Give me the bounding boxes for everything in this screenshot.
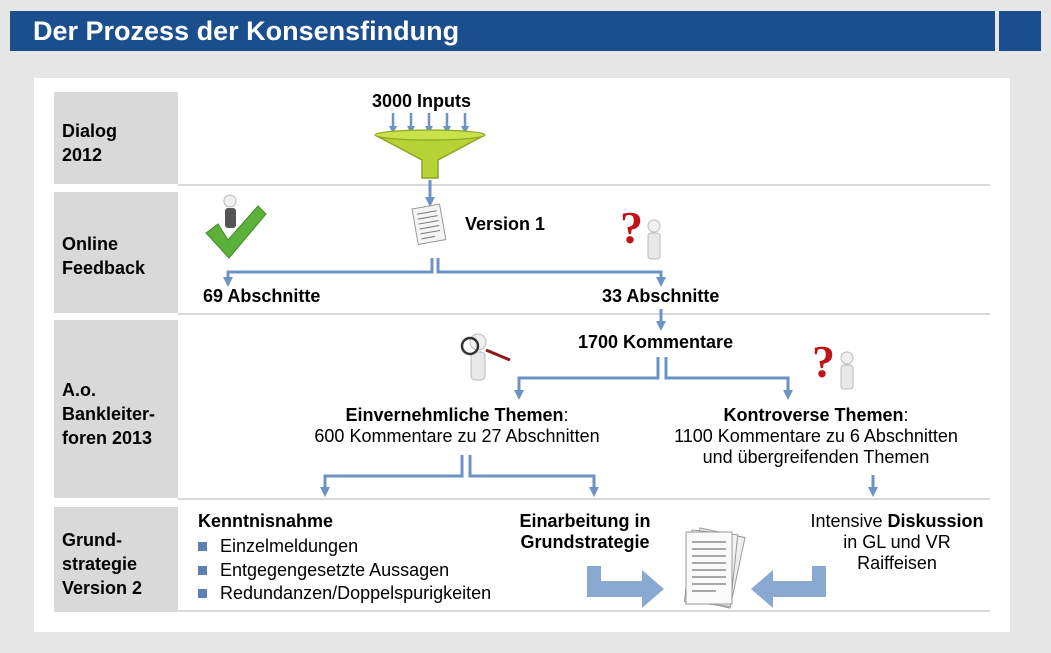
row-online-text: Online Feedback	[62, 232, 145, 280]
left-sections-label: 69 Abschnitte	[203, 286, 321, 306]
input-arrows	[389, 113, 469, 134]
magnifier-person-icon	[460, 333, 511, 381]
discussion-line3: Raiffeisen	[857, 553, 937, 573]
acknowledge-item: Entgegengesetzte Aussagen	[220, 560, 450, 580]
incorporate-line1: Einarbeitung in	[519, 511, 651, 531]
row-separator	[178, 498, 990, 500]
incorporate-block: Einarbeitung in Grundstrategie	[505, 511, 665, 553]
controversial-title: Kontroverse Themen	[723, 405, 904, 425]
acknowledge-title: Kenntnisnahme	[198, 511, 334, 531]
controversial-colon: :	[903, 405, 909, 425]
merge-arrow-right	[751, 566, 826, 608]
row-label-grund	[54, 507, 178, 612]
controversial-block: Kontroverse Themen: 1100 Kommentare zu 6…	[646, 405, 986, 468]
discussion-block: Intensive Diskussion in GL und VR Raiffe…	[790, 511, 1004, 574]
merge-arrow-left	[587, 566, 664, 608]
document-stack-icon	[683, 527, 746, 609]
incorporate-line2: Grundstrategie	[520, 532, 650, 552]
bullet-marker	[198, 566, 207, 575]
acknowledge-item: Einzelmeldungen	[220, 536, 359, 556]
row-grund-text: Grund- strategie Version 2	[62, 528, 142, 600]
checkmark-person-icon	[205, 194, 267, 259]
page-title: Der Prozess der Konsensfindung	[33, 16, 460, 46]
document-icon	[411, 203, 447, 246]
discussion-line2: in GL und VR	[843, 532, 951, 552]
row-foren-line2: Bankleiter-	[62, 404, 156, 424]
row-dialog-line1: Dialog	[62, 121, 118, 141]
question-person-icon: ?	[620, 202, 661, 260]
row-separator	[178, 610, 990, 612]
consensus-block: Einvernehmliche Themen: 600 Kommentare z…	[292, 405, 622, 447]
bullet-marker	[198, 542, 207, 551]
funnel-icon	[374, 129, 486, 179]
title-bar-accent	[999, 11, 1041, 51]
inputs-label: 3000 Inputs	[372, 91, 472, 111]
acknowledge-item: Redundanzen/Doppelspurigkeiten	[220, 583, 492, 603]
row-foren-line3: foren 2013	[62, 428, 153, 448]
row-online-line2: Feedback	[62, 258, 146, 278]
svg-text:?: ?	[812, 336, 835, 387]
title-bar	[10, 11, 995, 51]
row-grund-line1: Grund-	[62, 530, 122, 550]
question-person-icon: ?	[812, 336, 854, 390]
svg-text:?: ?	[620, 202, 643, 253]
controversial-detail-1: 1100 Kommentare zu 6 Abschnitten	[674, 426, 958, 446]
bullet-marker	[198, 589, 207, 598]
row-foren-text: A.o. Bankleiter- foren 2013	[62, 378, 155, 450]
comments-label: 1700 Kommentare	[578, 332, 734, 352]
consensus-title: Einvernehmliche Themen	[345, 405, 564, 425]
controversial-detail-2: und übergreifenden Themen	[702, 447, 930, 467]
row-dialog-text: Dialog 2012	[62, 119, 117, 167]
row-label-foren	[54, 320, 178, 498]
row-grund-line2: strategie	[62, 554, 138, 574]
row-grund-line3: Version 2	[62, 578, 143, 598]
right-sections-label: 33 Abschnitte	[602, 286, 720, 306]
row-dialog-line2: 2012	[62, 145, 103, 165]
consensus-detail: 600 Kommentare zu 27 Abschnitten	[314, 426, 600, 446]
discussion-pre: Intensive	[810, 511, 888, 531]
row-separator	[178, 313, 990, 315]
discussion-bold: Diskussion	[887, 511, 984, 531]
row-separator	[178, 184, 990, 186]
row-foren-line1: A.o.	[62, 380, 96, 400]
row-label-online	[54, 192, 178, 313]
consensus-colon: :	[563, 405, 569, 425]
row-label-dialog	[54, 92, 178, 184]
row-online-line1: Online	[62, 234, 119, 254]
version1-label: Version 1	[465, 214, 546, 234]
